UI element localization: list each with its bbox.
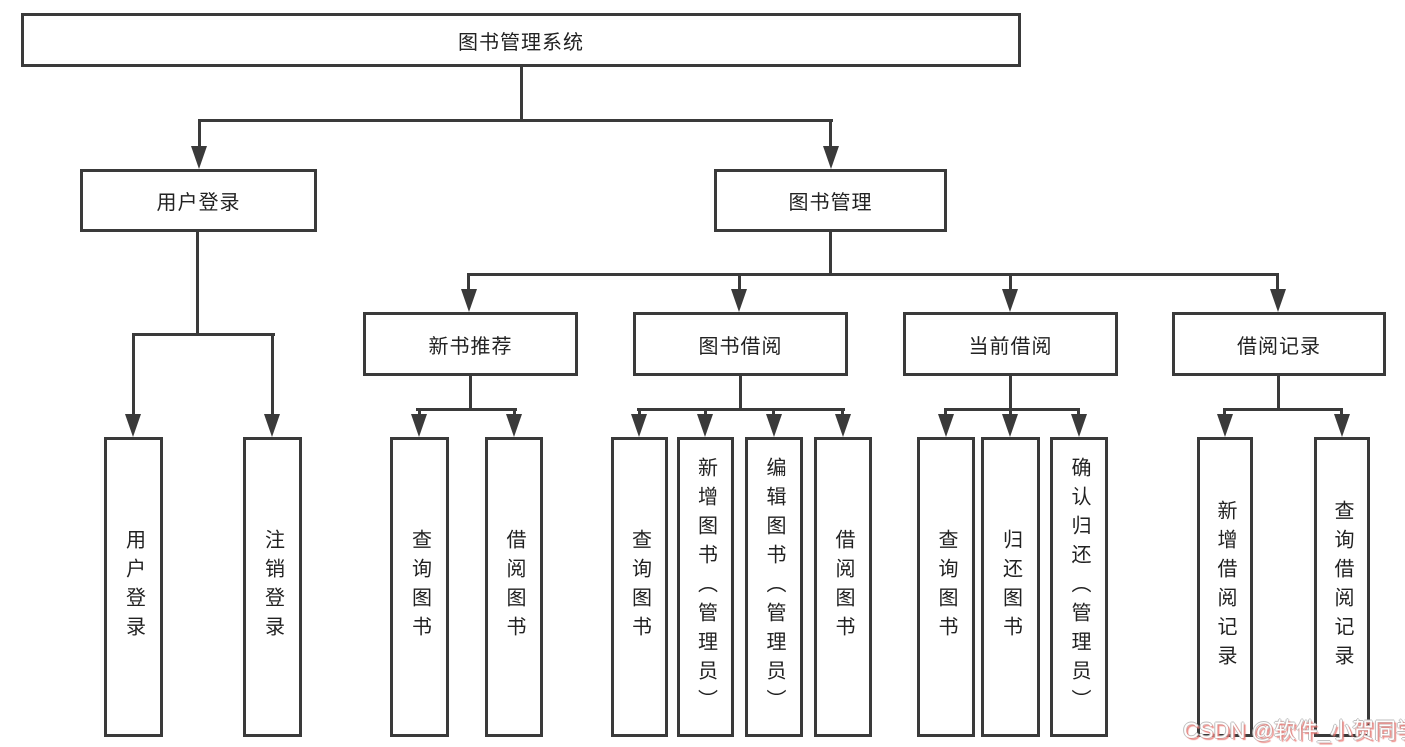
connector (467, 273, 470, 291)
arrowhead-down-icon (766, 414, 782, 437)
arrowhead-down-icon (1002, 414, 1018, 437)
connector (520, 67, 523, 119)
connector (196, 232, 199, 333)
arrowhead-down-icon (264, 414, 280, 437)
arrowhead-down-icon (631, 414, 647, 437)
connector (198, 119, 833, 122)
leaf-newbook-borrow-books: 借阅图书 (485, 437, 543, 737)
node-current-borrowing: 当前借阅 (903, 312, 1118, 376)
connector (1223, 408, 1226, 418)
connector (271, 333, 274, 416)
node-new-book-recommend: 新书推荐 (363, 312, 578, 376)
arrowhead-down-icon (461, 289, 477, 312)
connector (1276, 273, 1279, 291)
leaf-current-return-books: 归还图书 (981, 437, 1040, 737)
connector (467, 273, 1279, 276)
node-label: 图书管理系统 (458, 31, 584, 54)
connector (513, 408, 516, 418)
node-label: 用户登录 (156, 192, 241, 214)
connector (829, 232, 832, 273)
connector (1009, 376, 1012, 408)
arrowhead-down-icon (823, 146, 839, 169)
arrowhead-down-icon (938, 414, 954, 437)
node-borrowing-records: 借阅记录 (1172, 312, 1386, 376)
connector (772, 408, 775, 418)
arrowhead-down-icon (731, 289, 747, 312)
connector (638, 408, 641, 418)
leaf-borrow-edit-books-admin: 编辑图书（管理员） (745, 437, 803, 737)
csdn-watermark: CSDN @软件_小贺同学 (1183, 718, 1405, 743)
leaf-label: 查询图书 (408, 529, 431, 645)
leaf-label: 编辑图书（管理员） (763, 456, 785, 718)
leaf-records-add-borrow-record: 新增借阅记录 (1197, 437, 1253, 737)
arrowhead-down-icon (191, 146, 207, 169)
leaf-label: 借阅图书 (503, 529, 525, 645)
connector (416, 408, 517, 411)
node-label: 借阅记录 (1237, 335, 1321, 358)
leaf-label: 查询图书 (935, 529, 957, 645)
connector (1009, 273, 1012, 291)
leaf-label: 查询借阅记录 (1331, 500, 1353, 674)
leaf-label: 借阅图书 (832, 529, 854, 645)
connector (1009, 408, 1012, 418)
leaf-label: 新增借阅记录 (1214, 500, 1236, 674)
arrowhead-down-icon (1217, 414, 1233, 437)
arrowhead-down-icon (697, 414, 713, 437)
connector (944, 408, 947, 418)
node-book-borrowing: 图书借阅 (633, 312, 848, 376)
connector (637, 408, 845, 411)
leaf-label: 用户登录 (122, 529, 145, 645)
connector (469, 376, 472, 408)
leaf-label: 新增图书（管理员） (694, 456, 717, 718)
leaf-user-login: 用户登录 (104, 437, 163, 737)
leaf-label: 查询图书 (628, 529, 651, 645)
connector (841, 408, 844, 418)
arrowhead-down-icon (411, 414, 427, 437)
leaf-label: 归还图书 (999, 529, 1022, 645)
connector (1223, 408, 1343, 411)
node-library-management-system: 图书管理系统 (21, 13, 1021, 67)
connector (1340, 408, 1343, 418)
connector (418, 408, 421, 418)
leaf-borrow-query-books: 查询图书 (611, 437, 668, 737)
leaf-logout: 注销登录 (243, 437, 302, 737)
arrowhead-down-icon (125, 414, 141, 437)
connector (829, 119, 832, 149)
connector (739, 376, 742, 408)
arrowhead-down-icon (506, 414, 522, 437)
arrowhead-down-icon (1334, 414, 1350, 437)
connector (1077, 408, 1080, 418)
leaf-current-query-books: 查询图书 (917, 437, 975, 737)
node-label: 图书借阅 (698, 335, 783, 358)
arrowhead-down-icon (1002, 289, 1018, 312)
node-label: 图书管理 (788, 192, 873, 214)
leaf-borrow-borrow-books: 借阅图书 (814, 437, 872, 737)
node-book-management: 图书管理 (714, 169, 947, 232)
node-label: 新书推荐 (428, 335, 513, 358)
connector (132, 333, 135, 416)
leaf-borrow-add-books-admin: 新增图书（管理员） (677, 437, 734, 737)
leaf-records-query-borrow-record: 查询借阅记录 (1314, 437, 1370, 737)
node-user-login: 用户登录 (80, 169, 317, 232)
arrowhead-down-icon (1071, 414, 1087, 437)
leaf-current-confirm-return-admin: 确认归还（管理员） (1050, 437, 1108, 737)
connector (198, 119, 201, 149)
arrowhead-down-icon (1270, 289, 1286, 312)
connector (132, 333, 275, 336)
leaf-label: 注销登录 (261, 529, 284, 645)
leaf-label: 确认归还（管理员） (1068, 456, 1090, 718)
connector (1277, 376, 1280, 408)
leaf-newbook-query-books: 查询图书 (390, 437, 449, 737)
connector (738, 273, 741, 291)
connector (944, 408, 1080, 411)
arrowhead-down-icon (835, 414, 851, 437)
node-label: 当前借阅 (968, 335, 1053, 358)
connector (704, 408, 707, 418)
